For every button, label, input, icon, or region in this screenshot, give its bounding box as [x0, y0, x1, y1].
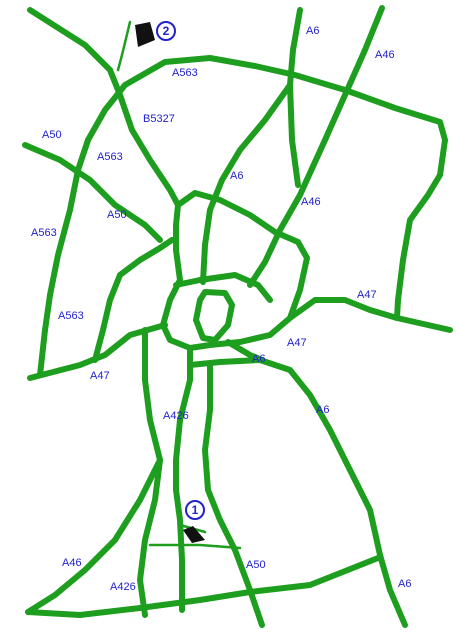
- road-label-a50-west: A50: [107, 209, 127, 221]
- road-a426: [173, 345, 193, 613]
- road-label-a563-top: A563: [172, 67, 198, 79]
- road-ring-link-north: [173, 272, 273, 303]
- road-label-a46-center: A46: [301, 196, 321, 208]
- road-label-a6-south-center: A6: [252, 353, 265, 365]
- road-label-a563-west: A563: [31, 227, 57, 239]
- road-nw-diagonal: [27, 7, 181, 208]
- road-label-a47-east: A47: [357, 289, 377, 301]
- road-label-a426-mid: A426: [163, 410, 189, 422]
- road-label-a50-nw: A50: [42, 129, 62, 141]
- road-label-a6-center: A6: [230, 170, 243, 182]
- road-sw-link: [92, 272, 123, 363]
- road-south-ew: [25, 555, 381, 618]
- road-a426-west: [137, 327, 163, 618]
- road-west-link: [117, 237, 175, 278]
- road-a50-nw: [22, 142, 163, 243]
- road-a6-center: [200, 82, 293, 285]
- road-a6-link: [225, 339, 265, 363]
- road-label-a563-nw: A563: [97, 151, 123, 163]
- marker-1: 1: [183, 500, 205, 543]
- road-a47-west: [27, 322, 168, 381]
- marker-1-pin-icon: [183, 526, 205, 543]
- road-label-b5327: B5327: [143, 113, 175, 125]
- road-a46-ne: [247, 5, 385, 288]
- road-label-a47-west: A47: [90, 370, 110, 382]
- road-minor-south: [148, 543, 242, 550]
- road-a50-south: [202, 362, 265, 628]
- road-label-a6-south: A6: [398, 578, 411, 590]
- road-central-loop: [193, 289, 235, 343]
- road-a47-east: [287, 297, 453, 333]
- road-label-a563-sw: A563: [58, 310, 84, 322]
- marker-2-number: 2: [163, 24, 170, 38]
- road-a46-sw: [25, 457, 163, 615]
- road-labels: A6A46A563B5327A50A563A6A46A50A563A47A563…: [31, 25, 411, 593]
- road-label-a47-center: A47: [287, 337, 307, 349]
- marker-2: 2: [135, 21, 176, 47]
- road-label-a6-north: A6: [306, 25, 319, 37]
- marker-2-pin-icon: [135, 22, 155, 47]
- road-a6-north: [287, 7, 303, 188]
- road-label-a50-south: A50: [246, 559, 266, 571]
- road-a6-se: [187, 357, 408, 628]
- marker-2-ring: [156, 21, 176, 41]
- marker-1-ring: [185, 500, 205, 520]
- road-label-a6-se: A6: [316, 404, 329, 416]
- road-minor-north: [116, 20, 132, 72]
- road-label-a46-sw: A46: [62, 557, 82, 569]
- map-markers: 12: [135, 21, 205, 543]
- road-label-a426-south: A426: [110, 581, 136, 593]
- road-network: [22, 5, 453, 628]
- road-label-a46-ne: A46: [375, 49, 395, 61]
- marker-1-number: 1: [192, 503, 199, 517]
- road-a563-top: [85, 55, 448, 321]
